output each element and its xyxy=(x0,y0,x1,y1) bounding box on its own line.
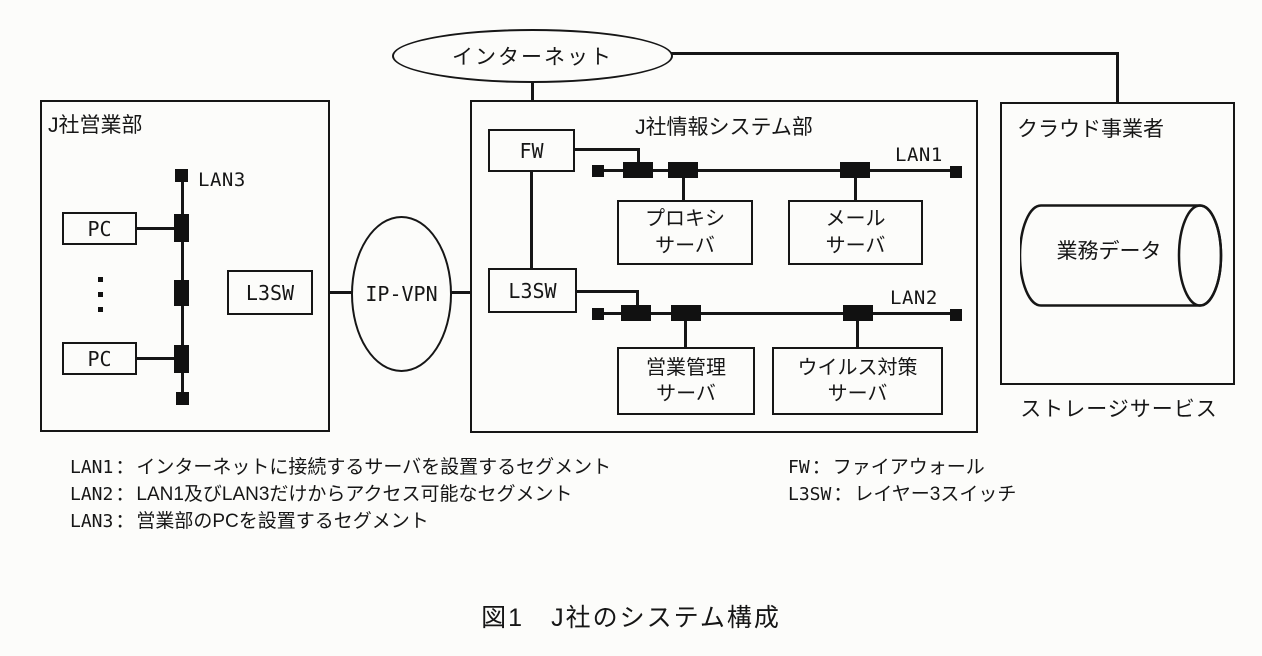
line-fw-to-lan1-v xyxy=(637,148,640,171)
lan1-label: LAN1 xyxy=(895,144,943,166)
ip-vpn-cloud: IP-VPN xyxy=(351,216,452,372)
lan3-connector-l3sw xyxy=(174,280,189,306)
line-l3sw-to-lan2-h xyxy=(577,290,639,293)
figure-caption: 図1 J社のシステム構成 xyxy=(481,604,781,632)
line-lan2-to-salesmgmt xyxy=(684,321,687,347)
line-l3sw-to-ipvpn xyxy=(313,291,353,294)
lan1-connector-mail xyxy=(840,162,870,178)
proxy-server-box: プロキシサーバ xyxy=(617,200,753,265)
cloud-provider-title: クラウド事業者 xyxy=(1017,118,1164,141)
mail-server-box: メールサーバ xyxy=(788,200,923,265)
lan3-top-terminator xyxy=(175,169,188,182)
database-cylinder-icon xyxy=(1020,204,1223,307)
lan2-left-terminator xyxy=(592,308,604,320)
pc2-box: PC xyxy=(62,342,137,375)
lan2-connector-salesmgmt xyxy=(671,305,701,321)
ellipsis-dot xyxy=(98,307,103,312)
legend-fw: FW：ファイアウォール xyxy=(788,457,985,478)
antivirus-server-box: ウイルス対策サーバ xyxy=(772,347,943,415)
lan3-connector-pc2 xyxy=(174,345,189,373)
line-lan2-to-antivirus xyxy=(856,321,859,347)
legend-lan1: LAN1：インターネットに接続するサーバを設置するセグメント xyxy=(70,457,612,478)
lan3-bottom-terminator xyxy=(176,392,189,405)
sales-office-title: J社営業部 xyxy=(48,114,143,137)
line-pc2-to-lan3 xyxy=(137,357,175,360)
line-lan1-to-mail xyxy=(854,178,857,200)
lan2-label: LAN2 xyxy=(890,287,938,309)
lan1-connector-fw xyxy=(623,162,653,178)
legend-lan2: LAN2：LAN1及びLAN3だけからアクセス可能なセグメント xyxy=(70,484,573,505)
legend-lan3: LAN3：営業部のPCを設置するセグメント xyxy=(70,511,429,532)
legend-l3sw: L3SW：レイヤー3スイッチ xyxy=(788,484,1017,505)
lan2-connector-l3sw xyxy=(621,305,651,321)
sales-mgmt-server-box: 営業管理サーバ xyxy=(617,347,755,415)
ellipsis-dot xyxy=(98,277,103,282)
lan3-connector-pc1 xyxy=(174,214,189,242)
lan1-connector-proxy xyxy=(668,162,698,178)
business-data-label: 業務データ xyxy=(1056,240,1162,263)
lan2-bus xyxy=(600,312,954,315)
pc1-box: PC xyxy=(62,212,137,245)
storage-service-label: ストレージサービス xyxy=(1020,398,1218,421)
lan1-bus xyxy=(600,169,954,172)
line-pc1-to-lan3 xyxy=(137,227,175,230)
line-internet-to-cloud-v xyxy=(1116,52,1119,104)
lan3-label: LAN3 xyxy=(198,169,246,191)
line-fw-to-l3sw xyxy=(530,172,533,268)
internet-cloud: インターネット xyxy=(392,29,673,83)
line-lan1-to-proxy xyxy=(682,178,685,200)
lan2-connector-antivirus xyxy=(843,305,873,321)
ellipsis-dot xyxy=(98,292,103,297)
sales-office-box xyxy=(40,100,330,432)
sales-l3sw-box: L3SW xyxy=(227,270,313,315)
lan2-right-terminator xyxy=(950,309,962,321)
firewall-box: FW xyxy=(488,129,575,172)
it-office-title: J社情報システム部 xyxy=(635,116,813,139)
line-l3sw-to-lan2-v xyxy=(636,290,639,313)
line-fw-to-lan1-h xyxy=(575,148,640,151)
lan1-left-terminator xyxy=(592,165,604,177)
line-internet-to-cloud-h xyxy=(670,52,1119,55)
lan1-right-terminator xyxy=(950,166,962,178)
it-l3sw-box: L3SW xyxy=(488,268,577,313)
